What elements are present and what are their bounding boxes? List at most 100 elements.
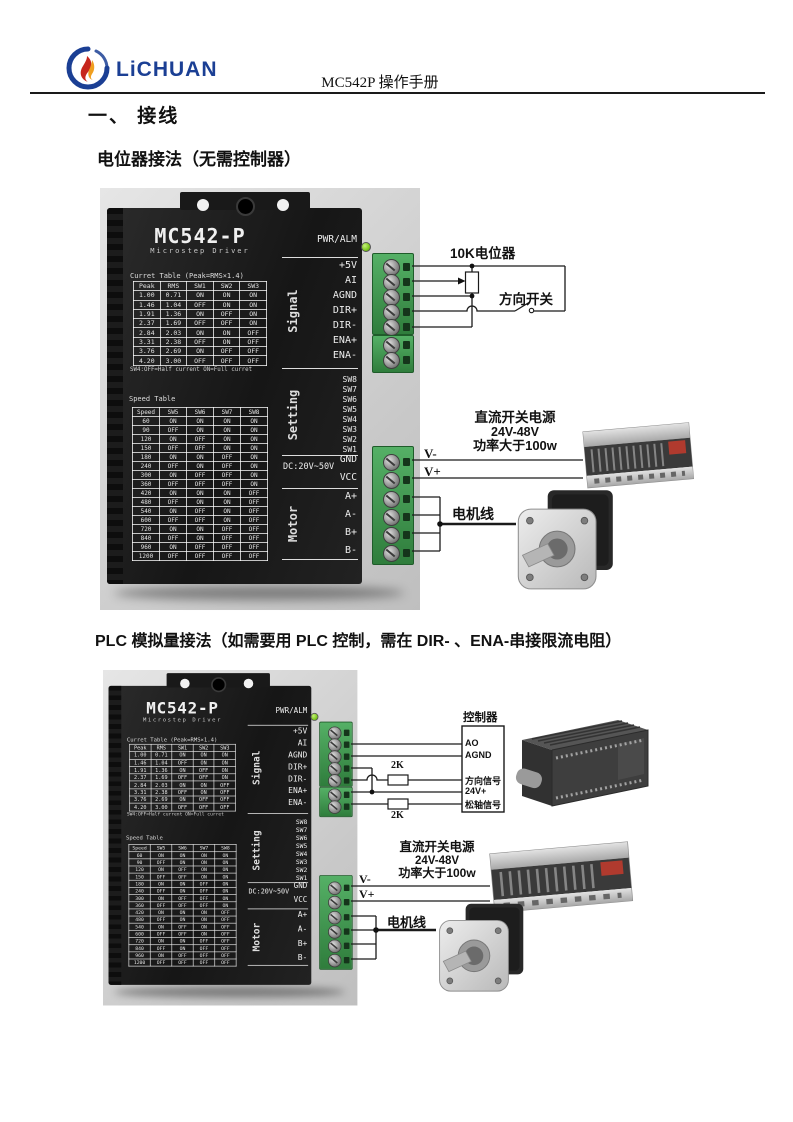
table-cell: Peak <box>129 743 152 753</box>
terminal-screw <box>383 352 400 369</box>
terminal-screw <box>383 509 400 526</box>
table-cell: OFF <box>186 542 214 552</box>
pin-label: +5V <box>338 260 357 271</box>
table-cell: 60 <box>132 416 160 426</box>
pin-label: DIR+ <box>332 305 357 316</box>
dc-voltage-label: DC:20V~50V <box>283 462 335 472</box>
table-cell: OFF <box>159 461 187 471</box>
table-cell: 3.00 <box>159 355 188 366</box>
pin-label: SW5 <box>342 405 357 414</box>
terminal-screw <box>383 527 400 544</box>
table-cell: 540 <box>132 506 160 516</box>
pin-label: A- <box>344 509 357 520</box>
table-cell: ON <box>149 894 173 903</box>
table-cell: 2.37 <box>129 773 152 782</box>
pin-label: SW8 <box>295 818 308 826</box>
table-cell: 960 <box>132 542 160 552</box>
table-cell: ON <box>213 425 241 435</box>
enable-terminal-block <box>319 786 353 818</box>
controller-label: 控制器 <box>463 712 498 724</box>
terminal-screw <box>327 925 342 939</box>
table-cell: OFF <box>192 894 216 903</box>
section-heading-wiring: 一、 接线 <box>88 106 180 127</box>
pin-label: DIR- <box>332 320 357 331</box>
table-cell: OFF <box>171 922 194 931</box>
table-cell: OFF <box>213 479 241 489</box>
signal-terminal-block <box>319 721 353 788</box>
table-cell: OFF <box>186 506 214 516</box>
table-cell: OFF <box>171 872 194 881</box>
table-cell: 4.20 <box>129 803 152 812</box>
table-cell: OFF <box>171 865 194 874</box>
table-cell: 2.03 <box>150 780 173 790</box>
pin-label: SW4 <box>295 850 308 858</box>
subheading-potentiometer: 电位器接法（无需控制器） <box>97 150 301 169</box>
setting-group-label: Setting <box>286 389 300 441</box>
table-cell: 360 <box>128 901 151 910</box>
table-cell: OFF <box>213 551 241 561</box>
psu-spec-line: 24V-48V <box>414 854 460 867</box>
table-cell: 300 <box>128 894 151 903</box>
table-cell: 2.37 <box>133 318 161 329</box>
pwr-alm-label: PWR/ALM <box>316 234 357 245</box>
table-cell: SW6 <box>186 407 214 417</box>
table-cell: 3.00 <box>150 803 173 812</box>
table-cell: ON <box>186 346 214 357</box>
current-table-title: Curret Table (Peak=RMS×1.4) <box>130 272 244 280</box>
driver-model-label: MC542-P <box>146 698 219 718</box>
panel-separator <box>247 724 309 726</box>
table-cell: ON <box>159 416 187 426</box>
diagram1-wires <box>412 265 583 552</box>
pin-label: B+ <box>344 527 357 538</box>
table-cell: ON <box>213 515 241 525</box>
table-cell: 1200 <box>132 551 160 561</box>
table-cell: OFF <box>171 803 194 812</box>
table-cell: 420 <box>128 908 151 917</box>
table-cell: ON <box>186 425 214 435</box>
table-cell: OFF <box>159 515 187 525</box>
pin-label: SW7 <box>342 385 357 394</box>
table-cell: ON <box>149 908 173 917</box>
table-cell: ON <box>213 434 241 444</box>
table-cell: 2.69 <box>159 346 188 357</box>
pin-label: SW5 <box>295 842 308 850</box>
psu-spec-line: 直流开关电源 <box>474 410 556 425</box>
driver-subtitle: Microstep Driver <box>142 716 223 724</box>
table-cell: ON <box>213 443 241 453</box>
potentiometer-label: 10K电位器 <box>450 246 516 261</box>
terminal-screw <box>383 319 400 336</box>
table-cell: OFF <box>186 470 214 480</box>
table-cell: 4.20 <box>133 355 161 366</box>
table-cell: ON <box>186 416 214 426</box>
table-cell: 2.84 <box>133 327 161 338</box>
table-cell: ON <box>213 506 241 516</box>
table-cell: OFF <box>149 944 173 953</box>
table-cell: SW6 <box>171 844 194 853</box>
pwr-alm-led <box>310 712 319 721</box>
driver-shadow <box>114 586 404 600</box>
pin-label: SW1 <box>342 445 357 454</box>
table-cell: OFF <box>192 879 216 888</box>
panel-separator <box>282 488 358 489</box>
mounting-hole <box>277 199 289 211</box>
pin-label: +5V <box>292 727 308 736</box>
table-cell: OFF <box>213 470 241 480</box>
pin-label: DIR+ <box>288 763 308 772</box>
panel-separator <box>247 882 309 884</box>
table-cell: OFF <box>186 443 214 453</box>
